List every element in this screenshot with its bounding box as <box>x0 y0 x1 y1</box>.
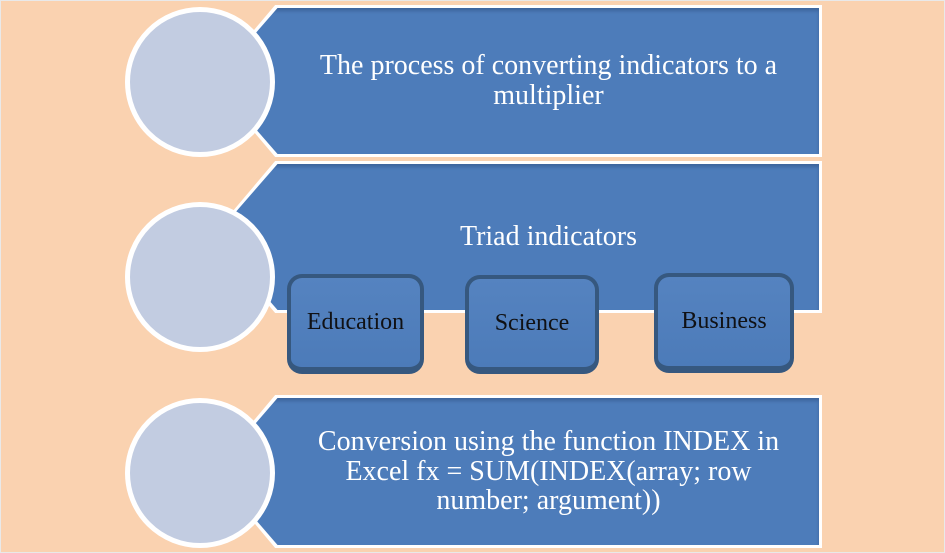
banner-process-fill <box>214 8 819 154</box>
banner-conversion-title-line3: number; argument)) <box>436 485 661 517</box>
indicator-box-business: Business <box>654 273 794 373</box>
banner-conversion-title: Conversion using the function INDEX in E… <box>211 395 822 548</box>
banner-triad-title-line1: Triad indicators <box>459 221 638 253</box>
indicator-box-science-label: Science <box>494 309 570 336</box>
banner-conversion: Conversion using the function INDEX in E… <box>211 395 822 548</box>
indicator-box-education: Education <box>287 274 424 374</box>
banner-process-title-line1: The process of converting indicators to … <box>319 50 778 82</box>
banner-triad-title: Triad indicators <box>211 161 822 313</box>
indicator-box-business-label: Business <box>681 308 767 334</box>
banner-process-title: The process of converting indicators to … <box>211 5 822 157</box>
indicator-box-education-label: Education <box>306 309 405 335</box>
banner-conversion-title-line1: Conversion using the function INDEX in <box>317 425 780 457</box>
banner-process: The process of converting indicators to … <box>211 5 822 157</box>
accent-circle-1 <box>125 7 275 157</box>
indicator-box-science: Science <box>465 275 599 374</box>
banner-conversion-fill <box>214 398 819 545</box>
accent-circle-3 <box>125 398 275 548</box>
accent-circle-2 <box>125 202 275 352</box>
banner-conversion-title-line2: Excel fx = SUM(INDEX(array; row <box>345 455 752 487</box>
banner-process-title-line2: multiplier <box>493 80 604 111</box>
